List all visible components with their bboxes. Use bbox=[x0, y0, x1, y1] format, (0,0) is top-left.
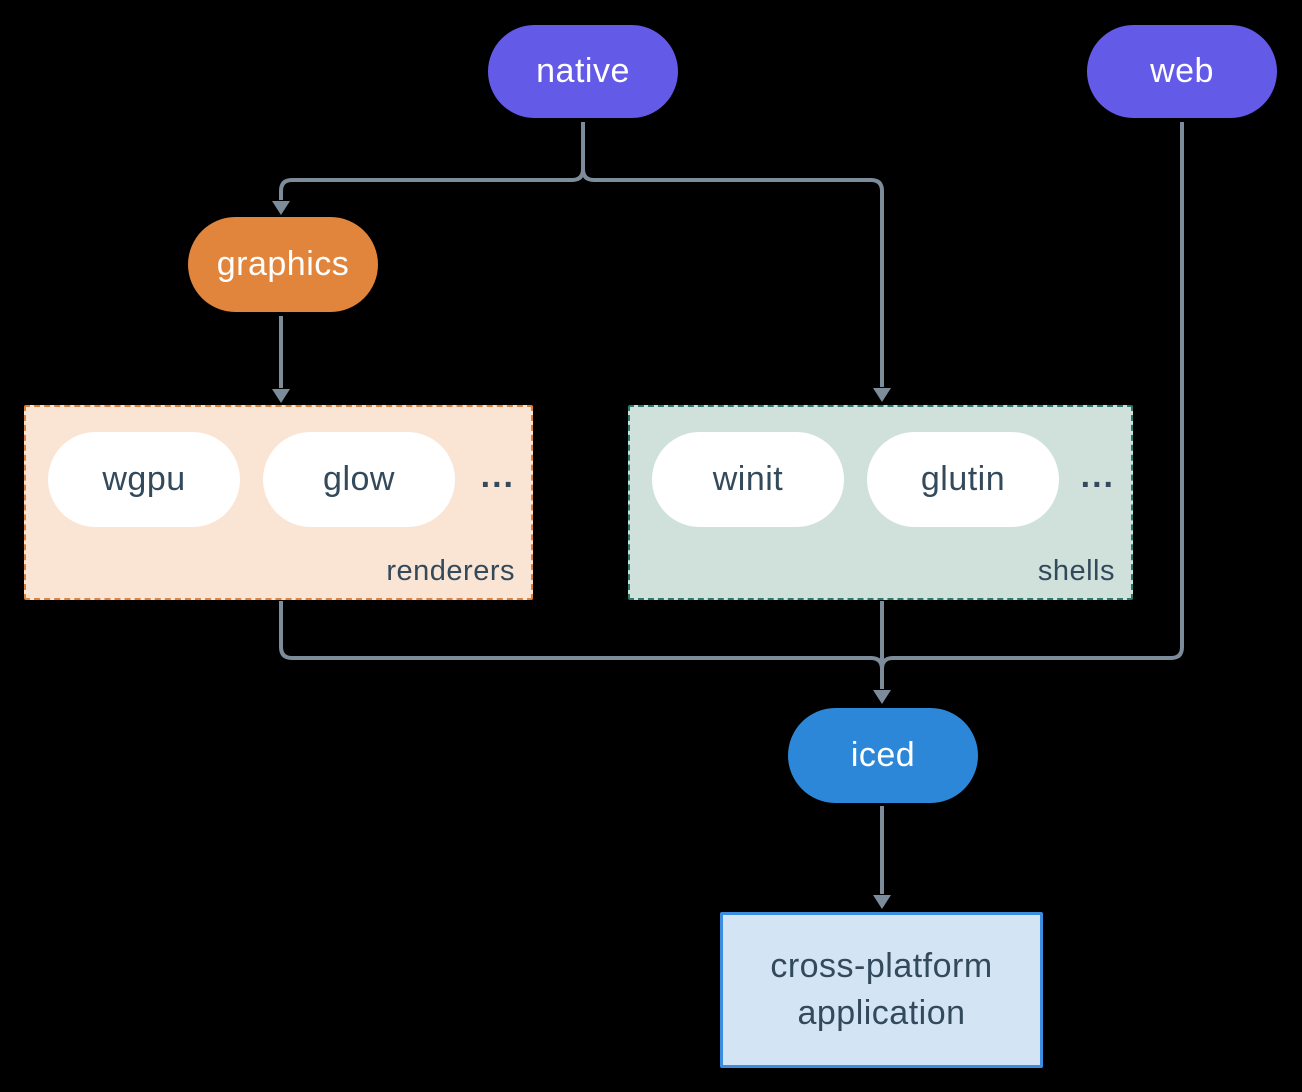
node-graphics: graphics bbox=[188, 217, 378, 312]
shells-group-label: shells bbox=[1037, 555, 1115, 587]
app-label-line1: cross-platform bbox=[770, 947, 993, 985]
arrowhead-renderers-top bbox=[272, 389, 290, 403]
node-glutin: glutin bbox=[867, 432, 1059, 527]
node-native: native bbox=[488, 25, 678, 118]
shells-ellipsis: ... bbox=[1080, 457, 1115, 495]
node-winit: winit bbox=[652, 432, 844, 527]
node-cross-platform-application: cross-platform application bbox=[720, 912, 1043, 1068]
app-label-line2: application bbox=[797, 994, 966, 1032]
arrowhead-app-top bbox=[873, 895, 891, 909]
node-native-label: native bbox=[536, 52, 630, 90]
node-graphics-label: graphics bbox=[216, 245, 350, 283]
renderers-group-label: renderers bbox=[386, 555, 515, 587]
node-glow-label: glow bbox=[323, 460, 395, 498]
node-wgpu: wgpu bbox=[48, 432, 240, 527]
node-web-label: web bbox=[1150, 52, 1214, 90]
edge-native-shells bbox=[581, 122, 884, 387]
arrowhead-shells-top bbox=[873, 388, 891, 402]
renderers-ellipsis: ... bbox=[480, 457, 515, 495]
group-renderers: wgpu glow ... renderers bbox=[24, 405, 533, 600]
node-glow: glow bbox=[263, 432, 455, 527]
group-shells: winit glutin ... shells bbox=[628, 405, 1133, 600]
node-iced: iced bbox=[788, 708, 978, 803]
edge-renderers-merge bbox=[279, 601, 884, 670]
node-winit-label: winit bbox=[712, 460, 784, 498]
arrowhead-graphics-top bbox=[272, 201, 290, 215]
arrowhead-iced-top bbox=[873, 690, 891, 704]
node-wgpu-label: wgpu bbox=[102, 460, 186, 498]
node-iced-label: iced bbox=[850, 736, 916, 774]
node-glutin-label: glutin bbox=[920, 460, 1006, 498]
node-web: web bbox=[1087, 25, 1277, 118]
edge-native-graphics bbox=[279, 122, 585, 200]
